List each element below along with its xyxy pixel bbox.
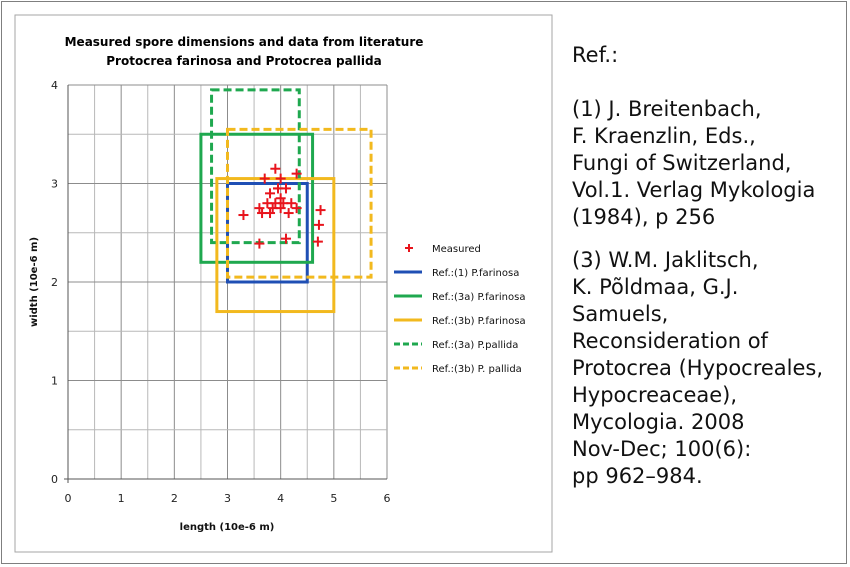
x-tick-label: 3	[224, 492, 231, 505]
reference-line: Fungi of Switzerland,	[572, 151, 792, 175]
x-tick-label: 1	[118, 492, 125, 505]
data-point	[265, 208, 276, 219]
reference-1: (1) J. Breitenbach, F. Kraenzlin, Eds., Fu…	[572, 96, 844, 231]
reference-rectangles	[199, 88, 373, 314]
reference-line: Samuels,	[572, 302, 669, 326]
y-tick-label: 2	[51, 276, 58, 289]
legend-label: Ref.:(3b) P.farinosa	[432, 316, 526, 327]
references-panel: Ref.: (1) J. Breitenbach, F. Kraenzlin, E…	[572, 42, 844, 506]
data-point	[262, 198, 273, 209]
data-point	[291, 203, 302, 214]
data-point	[286, 198, 297, 209]
reference-rect	[210, 88, 301, 245]
y-tick-label: 1	[51, 375, 58, 388]
reference-line: Mycologia. 2008	[572, 410, 745, 434]
y-tick-label: 4	[51, 79, 58, 92]
references-heading: Ref.:	[572, 43, 619, 67]
data-point	[275, 203, 286, 214]
reference-rect	[226, 127, 373, 279]
reference-line: Vol.1. Verlag Mykologia	[572, 178, 816, 202]
y-tick-label: 3	[51, 178, 58, 191]
reference-line: Nov-Dec; 100(6):	[572, 437, 752, 461]
reference-3: (3) W.M. Jaklitsch, K. Põldmaa, G.J. Samue…	[572, 247, 844, 490]
reference-rect	[226, 182, 309, 284]
reference-line: K. Põldmaa, G.J.	[572, 275, 739, 299]
measured-points	[238, 163, 326, 249]
reference-rect	[199, 132, 315, 264]
reference-rect	[215, 177, 336, 314]
chart-area-border	[14, 14, 553, 553]
legend-label: Ref.:(1) P.farinosa	[432, 268, 519, 279]
reference-line: Protocrea (Hypocreales,	[572, 356, 824, 380]
legend-label: Ref.:(3a) P.farinosa	[432, 292, 525, 303]
reference-line: (1984), p 256	[572, 205, 716, 229]
x-tick-label: 6	[384, 492, 391, 505]
legend-label: Measured	[432, 244, 481, 255]
data-point	[312, 236, 323, 247]
gridlines	[64, 84, 388, 483]
reference-line: Reconsideration of	[572, 329, 768, 353]
reference-line: (3) W.M. Jaklitsch,	[572, 248, 759, 272]
reference-line: Hypocreaceae),	[572, 383, 738, 407]
data-point	[291, 168, 302, 179]
reference-line: pp 962–984.	[572, 464, 703, 488]
data-point	[313, 219, 324, 230]
chart-title: Measured spore dimensions and data from …	[65, 35, 424, 49]
data-point	[238, 210, 249, 221]
x-axis-label: length (10e-6 m)	[180, 522, 275, 533]
data-point	[280, 233, 291, 244]
legend-label: Ref.:(3b) P. pallida	[432, 364, 522, 375]
y-tick-label: 0	[51, 473, 58, 486]
x-tick-label: 0	[65, 492, 72, 505]
data-point	[273, 183, 284, 194]
x-tick-label: 4	[277, 492, 284, 505]
data-point	[270, 163, 281, 174]
data-point	[315, 205, 326, 216]
y-axis-label: width (10e-6 m)	[29, 237, 40, 327]
data-point	[259, 173, 270, 184]
x-tick-label: 5	[330, 492, 337, 505]
data-point	[283, 208, 294, 219]
data-point	[265, 188, 276, 199]
data-point	[254, 238, 265, 249]
chart-subtitle: Protocrea farinosa and Protocrea pallida	[106, 54, 381, 68]
data-point	[275, 173, 286, 184]
x-tick-label: 2	[171, 492, 178, 505]
reference-line: (1) J. Breitenbach,	[572, 97, 762, 121]
tick-labels: 0 1 2 3 4 5 6 0 1 2 3 4	[51, 79, 391, 505]
legend-label: Ref.:(3a) P.pallida	[432, 340, 518, 351]
reference-line: F. Kraenzlin, Eds.,	[572, 124, 756, 148]
